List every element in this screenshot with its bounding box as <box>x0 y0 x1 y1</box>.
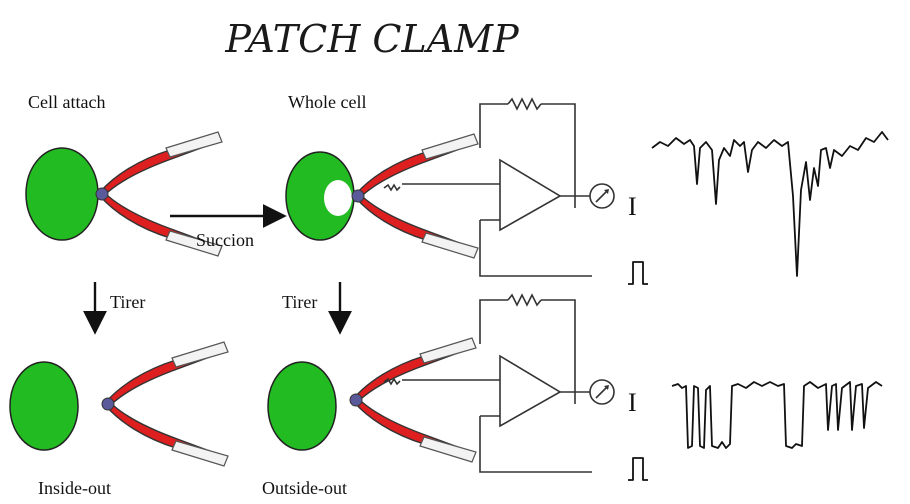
suction-label: Succion <box>196 230 254 250</box>
whole-cell-current-trace <box>651 131 889 277</box>
pipette <box>101 341 229 467</box>
suction-transition: Succion <box>170 204 287 250</box>
current-symbol: I <box>628 192 637 221</box>
amplifier-circuit-bottom: I <box>402 294 649 481</box>
outside-out-panel: Outside-out <box>262 337 477 498</box>
electrode-wire <box>383 183 401 192</box>
inside-out-panel: Inside-out <box>9 341 229 498</box>
pull-label: Tirer <box>282 292 317 312</box>
pipette <box>349 337 477 463</box>
cell-body <box>9 361 79 451</box>
membrane-hole <box>324 180 352 216</box>
cell-body <box>25 147 99 241</box>
amplifier-circuit-top: I <box>402 98 649 285</box>
pull-transition-right: Tirer <box>282 282 352 335</box>
electrode-wire <box>383 377 401 386</box>
pull-transition-left: Tirer <box>83 282 145 335</box>
whole-cell-panel: Whole cell <box>285 92 479 259</box>
outside-out-label: Outside-out <box>262 478 347 498</box>
cell-attach-panel: Cell attach <box>25 92 223 257</box>
pull-label: Tirer <box>110 292 145 312</box>
cell-body <box>267 361 337 451</box>
pipette <box>351 133 479 259</box>
whole-cell-label: Whole cell <box>288 92 366 112</box>
cell-attach-label: Cell attach <box>28 92 105 112</box>
current-symbol: I <box>628 388 637 417</box>
page-title: PATCH CLAMP <box>224 17 520 61</box>
single-channel-current-trace <box>671 381 883 449</box>
inside-out-label: Inside-out <box>38 478 111 498</box>
